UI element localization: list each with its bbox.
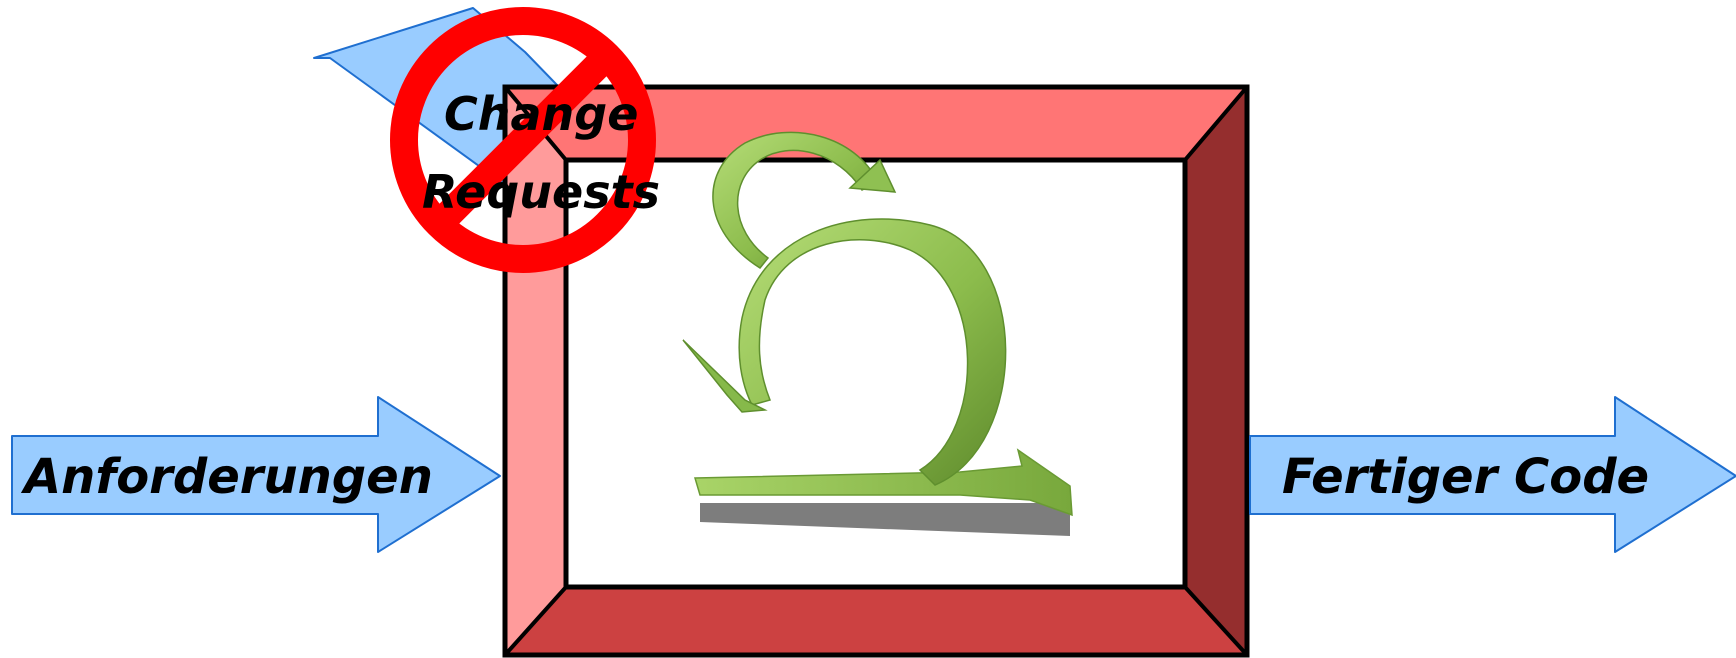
input-arrow: Anforderungen	[11, 396, 501, 553]
frame-top-bevel	[505, 87, 1247, 160]
output-arrow: Fertiger Code	[1249, 396, 1736, 553]
change-requests-label-line2: Requests	[422, 165, 660, 219]
circular-loop-arrow-icon	[682, 131, 1073, 536]
frame-bottom-bevel	[505, 587, 1247, 655]
frame-right-bevel	[1185, 87, 1247, 655]
change-requests-label-line1: Change	[444, 87, 638, 141]
frame-outline	[502, 84, 1250, 658]
frame-left-bevel	[505, 87, 566, 655]
output-arrow-label: Fertiger Code	[1282, 449, 1649, 505]
no-entry-sign-icon	[390, 7, 656, 273]
input-arrow-label: Anforderungen	[20, 449, 433, 505]
